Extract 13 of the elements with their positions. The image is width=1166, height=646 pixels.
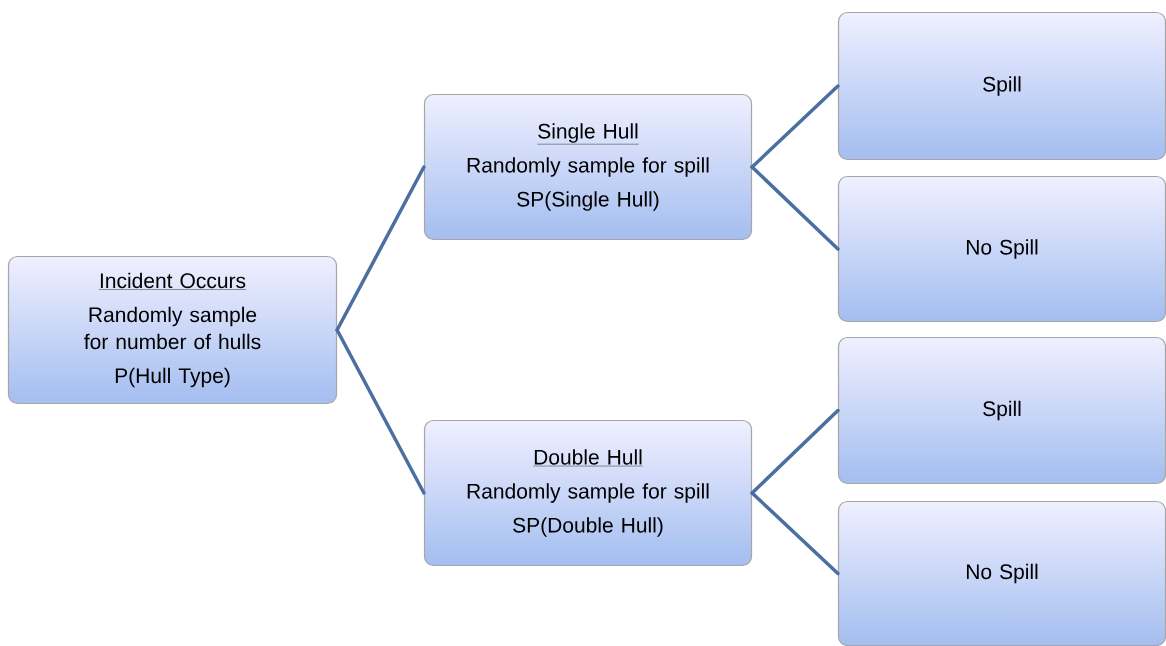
- connector-line: [750, 165, 840, 251]
- process-box: No Spill: [837, 175, 1166, 323]
- process-box: Single Hull Randomly sample for spill SP(Single Hull): [423, 93, 753, 241]
- process-box: Spill: [837, 11, 1166, 161]
- process-box: No Spill: [837, 500, 1166, 646]
- connector-line: [335, 165, 426, 332]
- connector-line: [750, 408, 840, 495]
- connector-line: [750, 491, 840, 576]
- connector-line: [335, 328, 426, 495]
- process-box: Double Hull Randomly sample for spill SP(Double Hull): [423, 419, 753, 567]
- connector-line: [750, 84, 840, 169]
- process-box: Incident Occurs Randomly sample for number of hulls P(Hull Type): [7, 255, 338, 405]
- process-box: Spill: [837, 336, 1166, 485]
